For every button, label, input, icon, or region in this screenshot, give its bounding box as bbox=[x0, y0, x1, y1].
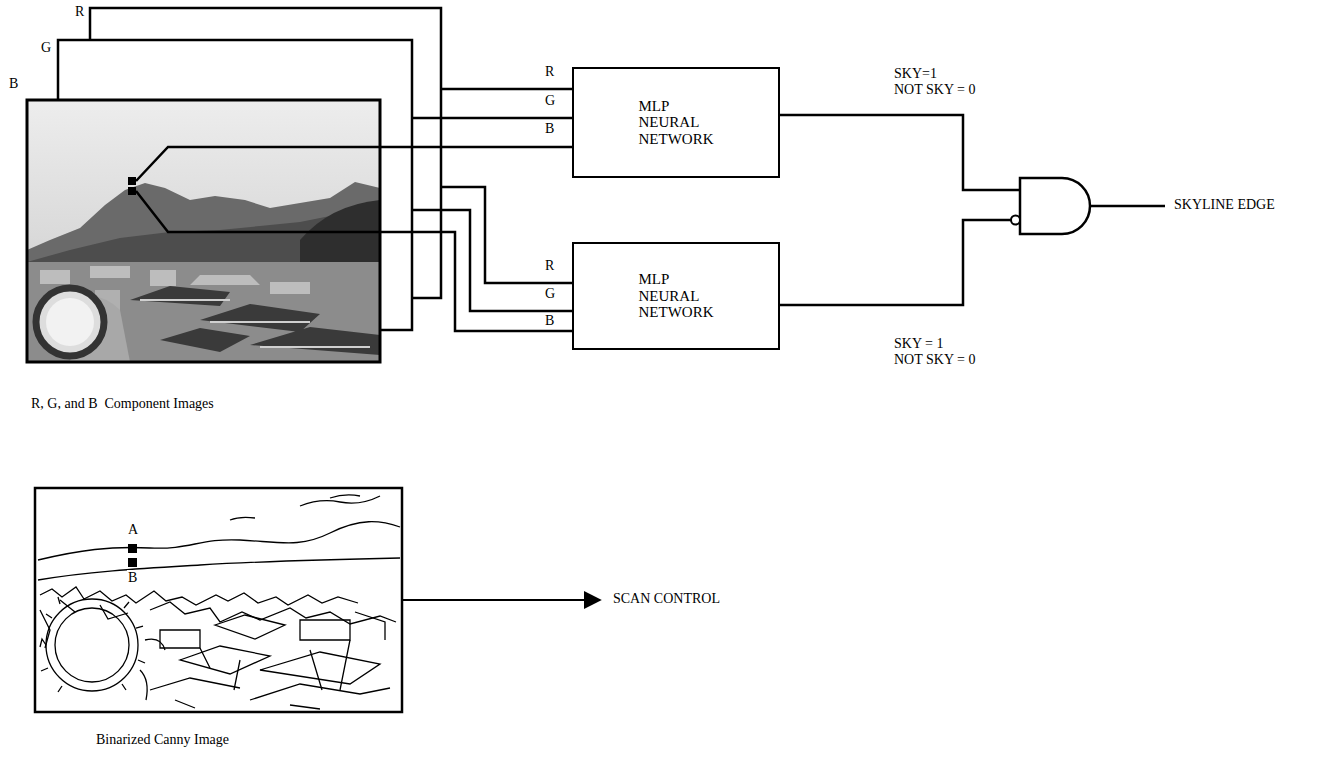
channel-label: R bbox=[74, 4, 85, 20]
input-label: B bbox=[544, 313, 555, 329]
output-note: SKY=1 bbox=[893, 66, 938, 82]
inverter-bubble bbox=[1011, 216, 1020, 225]
input-label: G bbox=[544, 93, 556, 109]
output-note: NOT SKY = 0 bbox=[893, 352, 976, 368]
canny-edges bbox=[38, 495, 400, 709]
caption-text: SCAN CONTROL bbox=[612, 591, 721, 607]
input-label: R bbox=[544, 258, 555, 274]
input-label: R bbox=[544, 64, 555, 80]
channel-label: G bbox=[40, 40, 52, 56]
network-box: MLP NEURAL NETWORK bbox=[572, 67, 780, 178]
and-gate bbox=[1020, 178, 1090, 234]
output-note: SKY = 1 bbox=[893, 336, 944, 352]
caption-text: R, G, and B Component Images bbox=[30, 396, 215, 412]
pixel-marker bbox=[128, 187, 136, 195]
point-label: B bbox=[127, 570, 138, 586]
network-box: MLP NEURAL NETWORK bbox=[572, 242, 780, 350]
output-note: NOT SKY = 0 bbox=[893, 82, 976, 98]
caption-text: Binarized Canny Image bbox=[95, 732, 230, 748]
pixel-marker bbox=[128, 177, 136, 185]
input-label: G bbox=[544, 286, 556, 302]
channel-label: B bbox=[8, 76, 19, 92]
canny-frame bbox=[35, 488, 402, 712]
box-label: MLP NEURAL NETWORK bbox=[639, 271, 714, 321]
pixel-marker bbox=[128, 544, 137, 553]
scan-arrow bbox=[402, 599, 600, 601]
box-label: MLP NEURAL NETWORK bbox=[639, 98, 714, 148]
input-wires bbox=[136, 89, 1165, 331]
point-label: A bbox=[127, 522, 139, 538]
pixel-marker bbox=[128, 558, 137, 567]
input-label: B bbox=[544, 121, 555, 137]
caption-text: SKYLINE EDGE bbox=[1173, 197, 1276, 213]
